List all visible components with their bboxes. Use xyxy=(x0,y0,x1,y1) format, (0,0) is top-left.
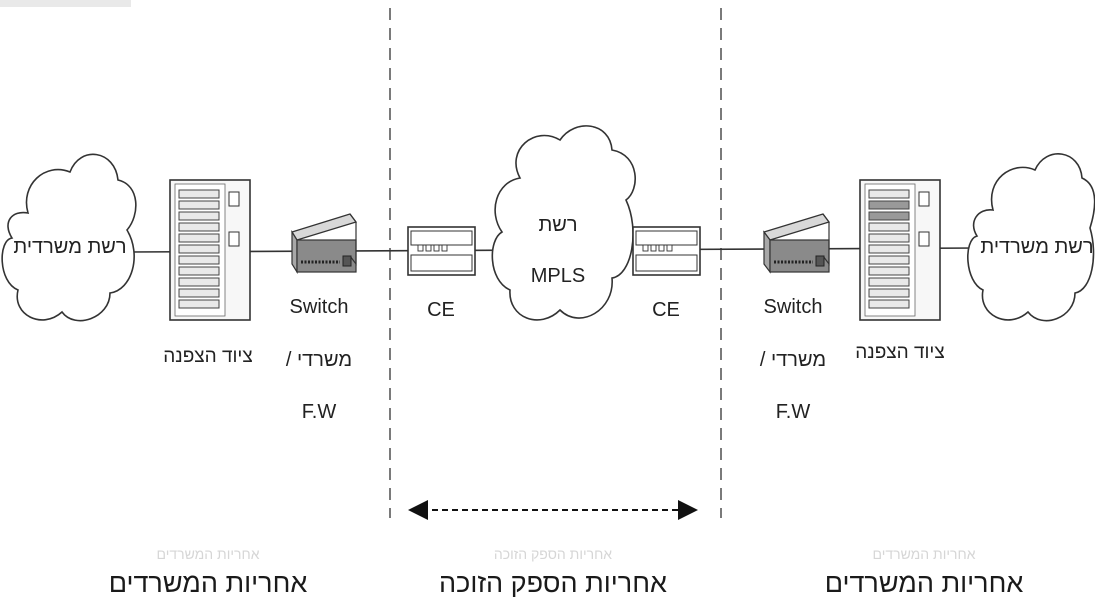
left-ce-router-icon xyxy=(407,226,476,276)
right-responsibility-label: אחריות המשרדים xyxy=(825,568,1024,598)
right-encryption-label: ציוד הצפנה xyxy=(855,342,944,363)
left-encryption-label: ציוד הצפנה xyxy=(163,346,252,367)
right-switch-label-line1: Switch xyxy=(764,296,823,318)
center-responsibility-label: אחריות הספק הזוכה xyxy=(439,568,667,598)
right-switch-label-line3: F.W xyxy=(776,401,811,423)
left-switch-label-line3: F.W xyxy=(302,401,337,423)
center-footer-ghost: אחריות הספק הזוכה xyxy=(494,546,612,562)
right-switch-icon xyxy=(763,213,830,274)
left-switch-icon xyxy=(291,213,357,275)
right-ce-label: CE xyxy=(652,299,680,321)
right-footer-ghost: אחריות המשרדים xyxy=(873,546,976,562)
top-gray-strip xyxy=(0,0,131,7)
mpls-network-cloud: רשת MPLS xyxy=(491,125,636,321)
left-encryption-device-icon xyxy=(169,179,251,321)
left-switch-label-line1: Switch xyxy=(290,296,349,318)
mpls-label-line2: MPLS xyxy=(531,265,585,287)
left-responsibility-label: אחריות המשרדים xyxy=(109,568,308,598)
right-cloud-label: רשת משרדית xyxy=(980,236,1093,258)
right-switch-label-line2: משרדי / xyxy=(760,349,826,371)
mpls-label-line1: רשת xyxy=(538,214,577,236)
left-ce-label: CE xyxy=(427,299,455,321)
left-cloud-label: רשת משרדית xyxy=(13,236,126,258)
left-footer-ghost: אחריות המשרדים xyxy=(157,546,260,562)
left-office-network-cloud: רשת משרדית xyxy=(1,153,137,322)
right-encryption-device-icon xyxy=(859,179,941,321)
right-office-network-cloud: רשת משרדית xyxy=(967,153,1095,322)
left-switch-label-line2: משרדי / xyxy=(286,349,352,371)
right-ce-router-icon xyxy=(632,226,701,276)
